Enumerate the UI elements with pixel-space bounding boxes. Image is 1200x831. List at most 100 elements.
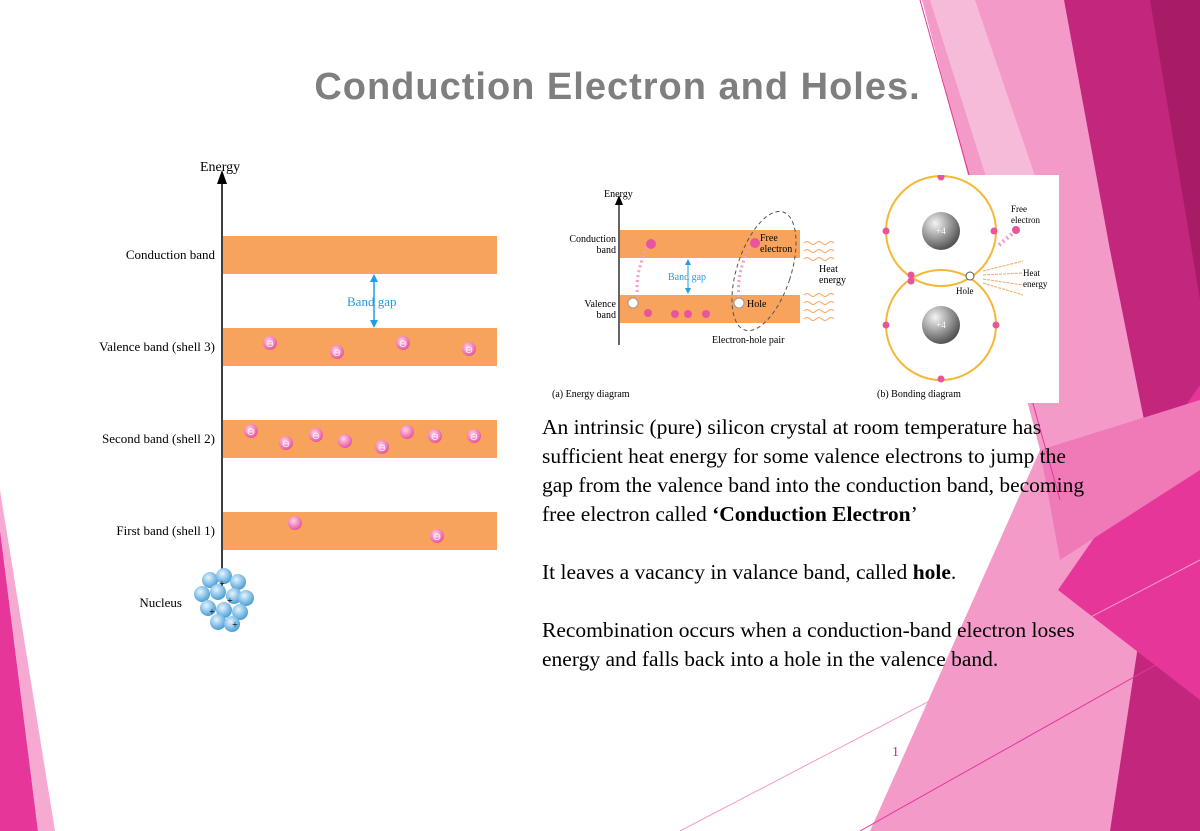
first-band-label: First band (shell 1): [116, 523, 215, 538]
bond-electron: [907, 277, 915, 285]
second-band: [223, 420, 497, 458]
silicon-nucleus-bottom: [922, 306, 960, 344]
band-gap-arrowhead-top: [685, 259, 691, 265]
bonding-diagram: +4 +4 Free electron Hole Heat energy (b)…: [877, 175, 1048, 400]
valence-label-2: band: [597, 310, 616, 321]
heat-label-1: Heat: [819, 264, 838, 275]
hole-label: Hole: [747, 299, 767, 310]
electron: ⊖: [244, 424, 258, 438]
svg-text:⊖: ⊖: [433, 532, 441, 543]
band-gap-label: Band gap: [347, 294, 396, 309]
energy-axis-arrowhead: [615, 195, 623, 205]
electron: ⊖: [309, 428, 323, 442]
electron: ⊖: [467, 429, 481, 443]
valence-electron: [644, 309, 652, 317]
svg-text:⊖: ⊖: [378, 443, 386, 454]
bond-electron: [882, 321, 890, 329]
energy-diagram-caption: (a) Energy diagram: [552, 389, 630, 400]
silicon-nucleus-top: [922, 212, 960, 250]
electron: ⊖: [462, 342, 476, 356]
energy-diagram: Energy Conduction band Valence band Band…: [552, 189, 846, 400]
hole: [965, 271, 975, 281]
electron: ⊖: [263, 336, 277, 350]
bonding-diagram-caption: (b) Bonding diagram: [877, 389, 961, 400]
hole-label: Hole: [956, 286, 974, 296]
hole: [627, 297, 639, 309]
heat-waves: [803, 241, 835, 321]
heat-waves: [982, 260, 1024, 296]
valence-electron: [671, 310, 679, 318]
hole-term: hole: [912, 560, 951, 584]
free-electron-label-2: electron: [760, 244, 792, 255]
paragraph-conduction-electron: An intrinsic (pure) silicon crystal at r…: [542, 415, 1085, 526]
paragraph-recombination: Recombination occurs when a conduction-b…: [542, 618, 1075, 671]
energy-axis-label: Energy: [200, 160, 240, 175]
first-band: [223, 512, 497, 550]
right-dark-magenta-sliver: [1150, 0, 1200, 300]
electron-hole-pair-outline: [731, 210, 797, 332]
free-electron: [750, 238, 760, 248]
svg-text:⊖: ⊖: [470, 432, 478, 443]
electron: ⊖: [430, 529, 444, 543]
bond-electron: [992, 321, 1000, 329]
svg-text:⊖: ⊖: [431, 432, 439, 443]
electron: ⊖: [375, 440, 389, 454]
bond-electron: [882, 227, 890, 235]
conduction-label-2: band: [597, 245, 616, 256]
svg-text:+: +: [227, 596, 233, 607]
slide-title: Conduction Electron and Holes.: [314, 66, 921, 108]
electron: ⊖: [279, 436, 293, 450]
free-electron-trail: [997, 231, 1015, 247]
valence-band: [223, 328, 497, 366]
free-electron-label-2: electron: [1011, 215, 1040, 225]
conduction-band-label: Conduction band: [126, 247, 216, 262]
electron: ⊖: [330, 345, 344, 359]
nucleus-cluster: + + + +: [194, 568, 254, 632]
free-electron-label-1: Free: [1011, 204, 1027, 214]
energy-axis-arrowhead: [217, 170, 227, 184]
electron-hole-figure: Energy Conduction band Valence band Band…: [538, 175, 1059, 403]
bond-electron: [907, 271, 915, 279]
band-gap-arrowhead-bottom: [685, 288, 691, 294]
energy-axis-label: Energy: [604, 189, 633, 200]
bond-electron: [937, 375, 945, 383]
electron: [400, 425, 414, 439]
electron: ⊖: [396, 336, 410, 350]
valence-electron: [702, 310, 710, 318]
valence-band-label: Valence band (shell 3): [99, 339, 215, 354]
bond-electron: [937, 175, 945, 181]
svg-text:⊖: ⊖: [266, 339, 274, 350]
band-gap-arrowhead-bottom: [370, 320, 378, 328]
right-thin-line-2: [859, 639, 1200, 831]
valence-electron: [684, 310, 692, 318]
electron: [338, 434, 352, 448]
page-number: 1: [892, 745, 899, 760]
free-electron: [646, 239, 656, 249]
conduction-band: [223, 236, 497, 274]
heat-label-2: energy: [819, 275, 846, 286]
svg-text:⊖: ⊖: [282, 439, 290, 450]
nucleus-charge-top: +4: [936, 226, 946, 236]
body-text: An intrinsic (pure) silicon crystal at r…: [542, 413, 1102, 703]
paragraph-hole: It leaves a vacancy in valance band, cal…: [542, 560, 957, 584]
heat-label-1: Heat: [1023, 268, 1040, 278]
bond-electron: [990, 227, 998, 235]
pair-label: Electron-hole pair: [712, 335, 785, 346]
electron: ⊖: [428, 429, 442, 443]
band-gap-label: Band gap: [668, 272, 706, 283]
free-electron-label-1: Free: [760, 233, 778, 244]
svg-text:+: +: [209, 607, 215, 618]
band-energy-diagram: Energy Conduction band Valence band (she…: [99, 160, 497, 632]
svg-text:⊖: ⊖: [399, 339, 407, 350]
conduction-electron-term: ‘Conduction Electron: [712, 502, 911, 526]
electron: [288, 516, 302, 530]
svg-text:⊖: ⊖: [333, 348, 341, 359]
nucleus-charge-bottom: +4: [936, 320, 946, 330]
valence-band: [620, 295, 800, 323]
band-gap-arrowhead-top: [370, 274, 378, 282]
hole: [733, 297, 745, 309]
free-electron: [1012, 226, 1020, 234]
heat-label-2: energy: [1023, 279, 1048, 289]
second-band-label: Second band (shell 2): [102, 431, 215, 446]
